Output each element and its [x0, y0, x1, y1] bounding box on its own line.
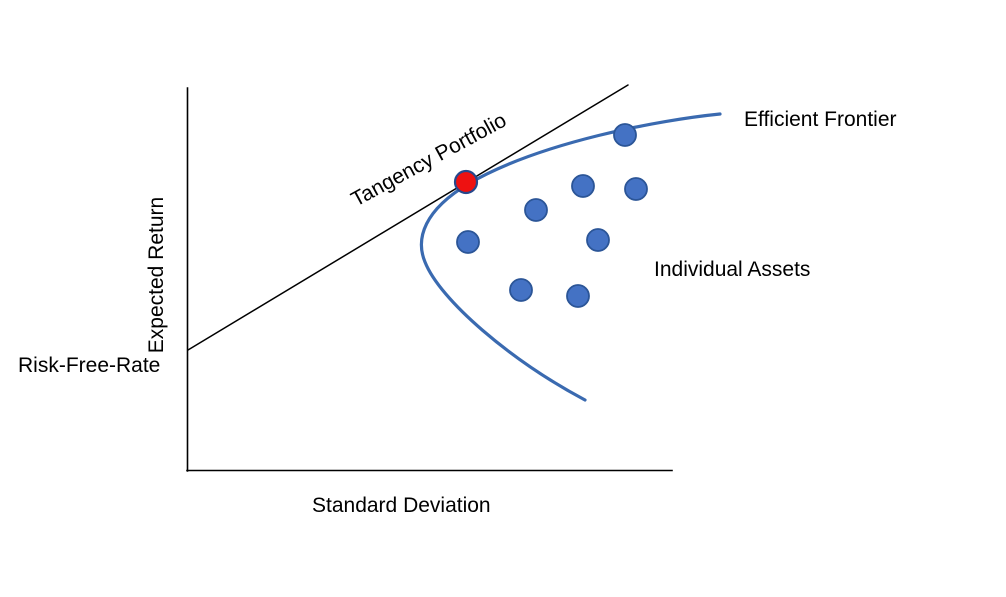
efficient-frontier-label: Efficient Frontier [744, 108, 897, 131]
axes-group [186, 87, 673, 472]
capital-market-line-group [187, 84, 629, 351]
efficient-frontier-curve [419, 112, 722, 402]
asset-dot [586, 228, 610, 252]
tangency-portfolio-dot [453, 169, 479, 195]
asset-dot [571, 174, 595, 198]
efficient-frontier-group [419, 112, 722, 402]
asset-dot [524, 198, 548, 222]
tangency-portfolio-label: Tangency Portfolio [347, 109, 510, 212]
x-axis-title: Standard Deviation [312, 494, 491, 517]
individual-assets-label: Individual Assets [654, 258, 810, 281]
asset-dot [509, 278, 533, 302]
asset-dot [624, 177, 648, 201]
individual-assets-group [456, 123, 648, 308]
asset-dot [566, 284, 590, 308]
labels-group: Expected Return Standard Deviation Risk-… [18, 108, 897, 517]
asset-dot [456, 230, 480, 254]
tangency-portfolio-group [453, 169, 479, 195]
capital-market-line [187, 84, 629, 351]
risk-free-rate-label: Risk-Free-Rate [18, 354, 160, 377]
y-axis-title: Expected Return [145, 197, 168, 353]
asset-dot [613, 123, 637, 147]
